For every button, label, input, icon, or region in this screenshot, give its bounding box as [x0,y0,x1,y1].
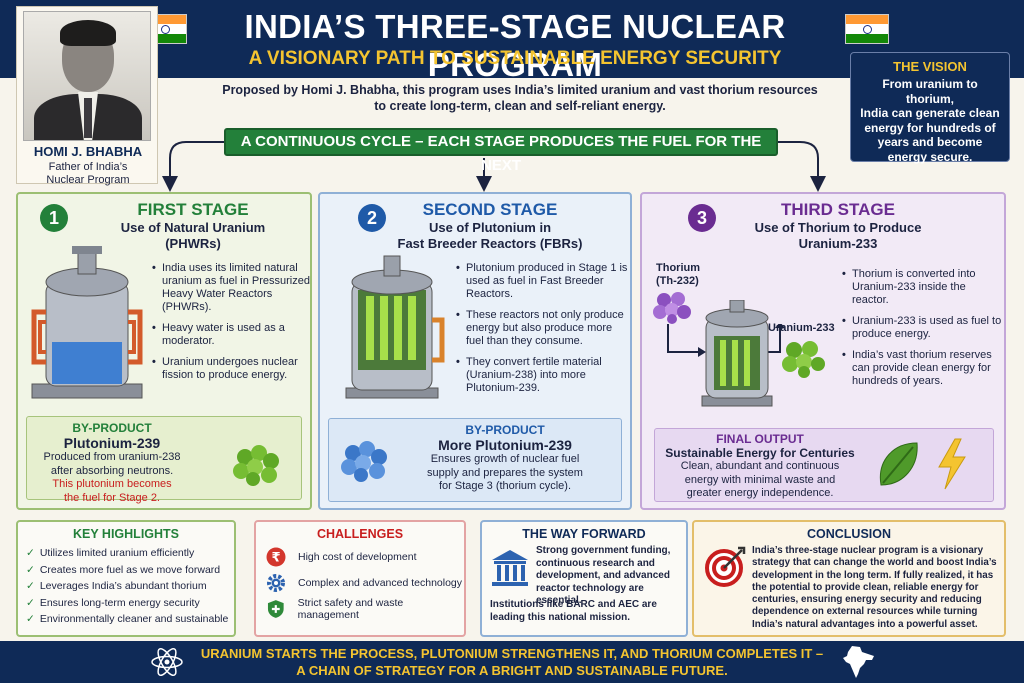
atom-icon [151,647,183,677]
india-map-icon [843,646,874,678]
uranium-233-label: Uranium-233 [768,322,835,334]
list-item: ✓Utilizes limited uranium efficiently [26,547,195,559]
gear-icon [267,574,285,592]
byproduct-box: BY-PRODUCT Plutonium-239 Produced from u… [26,416,302,504]
list-item: ✓Ensures long-term energy security [26,596,200,609]
portrait-card: HOMI J. BHABHA Father of India’s Nuclear… [16,6,158,186]
conversion-arrows [667,324,785,357]
vision-title: THE VISION [893,59,967,74]
thorium-reactor-icon [701,300,773,407]
list-item: ✓Leverages India’s abundant thorium [26,580,207,592]
check-icon: ✓ [26,580,35,592]
page-subtitle: A VISIONARY PATH TO SUSTAINABLE ENERGY S… [248,48,782,69]
check-icon: ✓ [26,547,35,559]
target-icon [705,546,746,587]
bullet-item: India’s vast thorium reserves can provid… [842,349,1002,388]
bullet-item: Thorium is converted into Uranium-233 in… [842,268,1002,307]
footer-line-2: A CHAIN OF STRATEGY FOR A BRIGHT AND SUS… [296,663,728,678]
challenges-panel: CHALLENGES ₹ High cost of development Co… [254,520,466,637]
portrait-photo [23,11,151,141]
page-title: INDIA’S THREE-STAGE NUCLEAR PROGRAM [244,8,786,83]
uranium-atom-icon [782,341,825,378]
footer-banner: URANIUM STARTS THE PROCESS, PLUTONIUM ST… [0,641,1024,683]
india-flag-icon [845,14,889,44]
stage-title: SECOND STAGE [422,200,558,219]
check-icon: ✓ [26,596,35,609]
conclusion-text: India’s three-stage nuclear program is a… [752,545,997,630]
vision-text: From uranium to thorium, India can gener… [860,77,1000,164]
vision-box: THE VISION From uranium to thorium, Indi… [850,52,1010,164]
stage-number: 1 [40,204,68,232]
bullet-item: Heavy water is used as a moderator. [152,322,312,348]
bullet-item: They convert fertile material (Uranium-2… [456,356,628,395]
key-highlights-panel: KEY HIGHLIGHTS ✓Utilizes limited uranium… [16,520,236,637]
final-output-label: FINAL OUTPUT [716,432,804,446]
list-item: ₹ High cost of development [266,547,464,567]
byproduct-label: BY-PRODUCT [72,421,152,435]
conclusion-panel: CONCLUSION India’s three-stage nuclear p… [692,520,1006,637]
panel-title: THE WAY FORWARD [522,527,646,541]
panel-title: KEY HIGHLIGHTS [72,527,180,541]
fbr-reactor-icon [345,255,445,399]
intro-text: Proposed by Homi J. Bhabha, this program… [222,83,818,113]
byproduct-name: More Plutonium-239 [438,437,572,453]
bullet-item: Plutonium produced in Stage 1 is used as… [456,262,628,301]
stage-number: 3 [688,204,716,232]
header-banner: INDIA’S THREE-STAGE NUCLEAR PROGRAM A VI… [0,0,1024,83]
highlights-list: ✓Utilizes limited uranium efficiently ✓C… [26,545,234,628]
final-output-box: FINAL OUTPUT Sustainable Energy for Cent… [654,428,994,502]
stage-title: FIRST STAGE [137,200,249,219]
bullet-item: Uranium undergoes nuclear fission to pro… [152,356,312,382]
final-output-name: Sustainable Energy for Centuries [665,446,855,460]
lightning-bolt-icon [938,438,966,490]
footer-line-1: URANIUM STARTS THE PROCESS, PLUTONIUM ST… [200,646,824,661]
final-output-desc: Clean, abundant and continuous energy wi… [680,460,840,499]
stage-bullets: Plutonium produced in Stage 1 is used as… [456,262,628,403]
leaf-icon [879,442,918,486]
rupee-icon: ₹ [266,547,286,567]
list-item: ✓Environmentally cleaner and sustainable [26,613,229,625]
panel-title: CONCLUSION [806,527,892,541]
stage-bullets: India uses its limited natural uranium a… [152,262,312,390]
stage-subtitle: Use of Natural Uranium(PHWRs) [120,220,266,251]
bullet-item: India uses its limited natural uranium a… [152,262,312,314]
stage-title: THIRD STAGE [781,200,895,219]
institution-building-icon [492,550,528,586]
portrait-role: Father of India’s Nuclear Program [46,161,130,186]
list-item: ✓Creates more fuel as we move forward [26,563,221,576]
list-item: Complex and advanced technology [266,573,464,593]
atom-cluster-icon [341,441,387,482]
stage-number: 2 [358,204,386,232]
thorium-atom-icon [653,292,691,324]
way-forward-panel: THE WAY FORWARD Strong government fundin… [480,520,688,637]
shield-icon [267,600,284,618]
way-forward-text: Strong government funding, continuous re… [536,545,671,606]
stage-bullets: Thorium is converted into Uranium-233 in… [842,268,1002,396]
byproduct-desc: Produced from uranium-238 after absorbin… [43,451,181,504]
check-icon: ✓ [26,613,35,625]
byproduct-box: BY-PRODUCT More Plutonium-239 Ensures gr… [328,418,622,502]
bullet-item: Uranium-233 is used as fuel to produce e… [842,315,1002,341]
panel-title: CHALLENGES [316,527,404,541]
way-forward-text-2: Institutions like BARC and AEC are leadi… [490,599,657,623]
stage-1-card: 1 FIRST STAGE Use of Natural Uranium(PHW… [16,192,312,510]
thorium-label: Thorium (Th-232) [656,262,700,287]
check-icon: ✓ [26,563,35,576]
list-item: Strict safety and waste management [266,597,464,621]
phwr-reactor-icon [31,246,143,399]
svg-text:₹: ₹ [271,551,280,566]
cycle-banner: A CONTINUOUS CYCLE – EACH STAGE PRODUCES… [224,128,778,174]
atom-cluster-icon [233,445,279,486]
bullet-item: These reactors not only produce energy b… [456,309,628,348]
byproduct-label: BY-PRODUCT [465,423,545,437]
byproduct-name: Plutonium-239 [63,435,161,451]
portrait-name: HOMI J. BHABHA [33,144,143,159]
byproduct-desc: Ensures growth of nuclear fuel supply an… [427,453,583,492]
